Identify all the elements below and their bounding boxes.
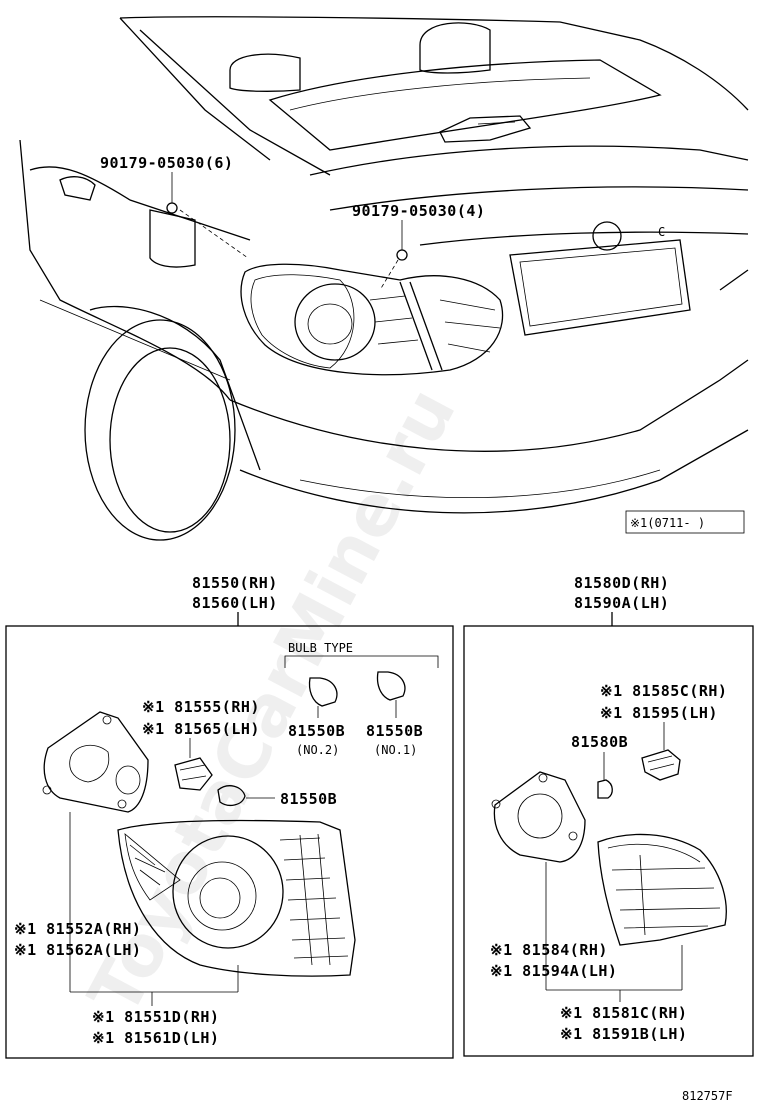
emblem-letter: C: [658, 225, 665, 239]
left-group-box: [5, 625, 454, 1059]
right-socket-rh: ※1 81585C(RH): [600, 682, 727, 700]
bulb-no1-sub: (NO.1): [374, 743, 417, 757]
left-lens-rh: ※1 81551D(RH): [92, 1008, 219, 1026]
right-bulb-icon: [597, 779, 613, 799]
bulb-no1-icon: [376, 671, 406, 701]
bulb-no2-icon: [308, 677, 338, 707]
right-socket-lh: ※1 81595(LH): [600, 704, 718, 722]
left-socket-rh: ※1 81555(RH): [142, 698, 260, 716]
left-bulb-part: 81550B: [280, 790, 337, 808]
left-title-lh: 81560(LH): [192, 594, 278, 612]
left-gasket-drawing: [43, 711, 149, 813]
bulb-no2-sub: (NO.2): [296, 743, 339, 757]
left-title-rh: 81550(RH): [192, 574, 278, 592]
left-lens-drawing: [117, 819, 356, 977]
bulb-no1-part: 81550B: [366, 722, 423, 740]
left-socket-lh: ※1 81565(LH): [142, 720, 260, 738]
bulb-type-label: BULB TYPE: [288, 641, 353, 655]
right-title-rh: 81580D(RH): [574, 574, 669, 592]
left-lens-lh: ※1 81561D(LH): [92, 1029, 219, 1047]
right-gasket-lh: ※1 81594A(LH): [490, 962, 617, 980]
right-lens-lh: ※1 81591B(LH): [560, 1025, 687, 1043]
bolt-callout-4: 90179-05030(4): [352, 202, 485, 220]
right-lens-drawing: [597, 833, 727, 946]
right-group-box: [463, 625, 754, 1057]
bolt-callout-6: 90179-05030(6): [100, 154, 233, 172]
diagram-id: 812757F: [682, 1089, 733, 1103]
right-bulb-part: 81580B: [571, 733, 628, 751]
right-title-lh: 81590A(LH): [574, 594, 669, 612]
left-socket-drawing: [174, 757, 246, 807]
note-text: ※1(0711- ): [630, 516, 705, 530]
left-gasket-lh: ※1 81562A(LH): [14, 941, 141, 959]
bulb-no2-part: 81550B: [288, 722, 345, 740]
right-gasket-rh: ※1 81584(RH): [490, 941, 608, 959]
right-socket-drawing: [641, 749, 681, 781]
left-gasket-rh: ※1 81552A(RH): [14, 920, 141, 938]
right-gasket-drawing: [493, 771, 586, 863]
car-rear-illustration: C: [19, 16, 749, 541]
note-box: [625, 510, 745, 534]
right-lens-rh: ※1 81581C(RH): [560, 1004, 687, 1022]
